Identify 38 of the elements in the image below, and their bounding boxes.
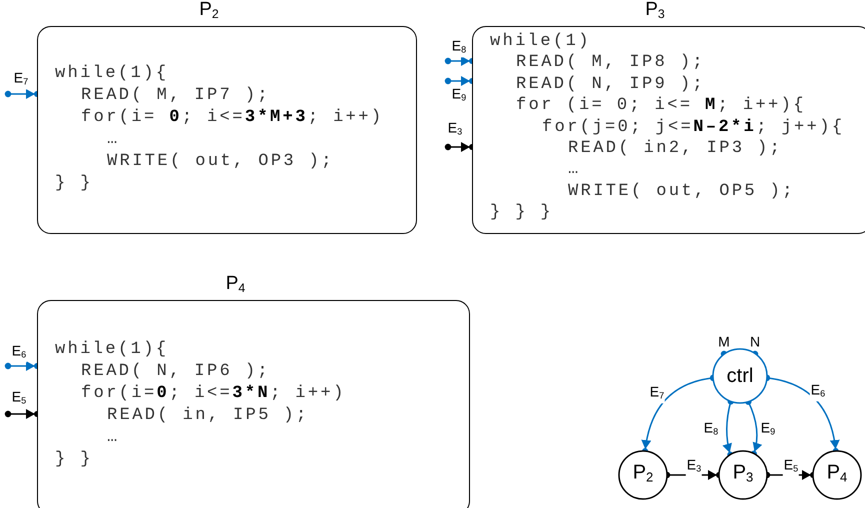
process-title: P$_{2}$ <box>199 0 219 24</box>
node-label: ctrl <box>726 365 754 387</box>
code-line: for(i= 0; i<=3*M+3; i++) <box>81 108 384 128</box>
code-line: READ( N, IP6 ); <box>81 362 270 382</box>
code-line: … <box>107 428 120 448</box>
edge-label: E$_{6}$ <box>810 382 826 402</box>
node-label: P$_{4}$ <box>826 461 848 487</box>
code-line: WRITE( out, OP5 ); <box>568 182 795 202</box>
node-label: P$_{3}$ <box>732 461 754 487</box>
code-line: while(1) <box>490 32 591 52</box>
code-line: while(1){ <box>55 340 168 360</box>
code-line: for (i= 0; i<= M; i++){ <box>516 96 806 116</box>
code-line: READ( N, IP9 ); <box>516 74 706 95</box>
process-title: P$_{3}$ <box>645 0 665 24</box>
code-line: } } <box>55 450 93 470</box>
edge-label: E$_{3}$ <box>686 457 702 477</box>
process-title: P$_{4}$ <box>226 274 246 298</box>
code-line: READ( M, IP8 ); <box>516 53 706 74</box>
node-label: P$_{2}$ <box>632 461 654 487</box>
code-line: } } <box>55 174 93 194</box>
code-line: } } } <box>490 203 554 224</box>
code-line: for(i=0; i<=3*N; i++) <box>81 384 346 404</box>
arrow <box>722 398 734 458</box>
edge-label: E$_{7}$ <box>12 70 30 90</box>
edge-label: E$_{6}$ <box>10 343 28 363</box>
code-line: READ( M, IP7 ); <box>81 86 270 106</box>
code-line: WRITE( out, OP3 ); <box>107 152 334 172</box>
port-label: M <box>717 334 731 350</box>
code-line: READ( in, IP5 ); <box>107 406 309 426</box>
port-label: N <box>748 334 762 350</box>
edge-label: E$_{8}$ <box>450 38 468 58</box>
code-line: … <box>107 130 120 150</box>
edge-label: E$_{5}$ <box>782 457 800 477</box>
code-line: for(j=0; j<=N–2*i; j++){ <box>542 118 844 138</box>
edge-label: E$_{7}$ <box>648 384 666 404</box>
code-line: READ( in2, IP3 ); <box>568 139 782 159</box>
code-line: while(1){ <box>55 64 168 84</box>
code-line: … <box>568 160 581 180</box>
